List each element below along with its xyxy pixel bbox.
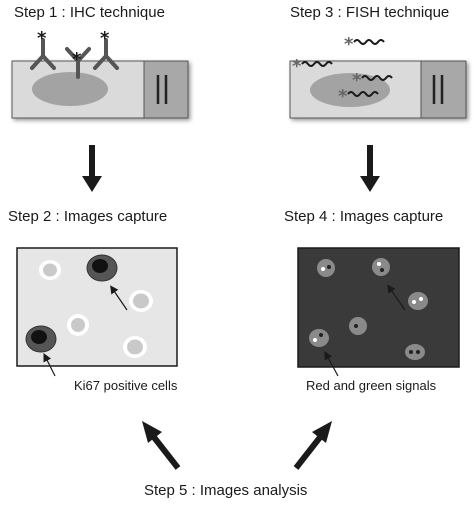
step5-title: Step 5 : Images analysis	[144, 482, 308, 499]
svg-text:*: *	[344, 34, 354, 55]
nucleus	[372, 258, 390, 276]
arrow-up-right	[293, 421, 332, 470]
nucleus	[405, 344, 425, 360]
ihc-image-panel	[16, 247, 178, 377]
svg-text:*: *	[352, 70, 362, 91]
nucleus	[349, 317, 367, 335]
antibody-icon	[30, 38, 119, 79]
svg-text:*: *	[72, 49, 82, 70]
fish-image-panel	[297, 247, 460, 377]
svg-text:*: *	[37, 28, 47, 49]
step4-title: Step 4 : Images capture	[284, 208, 444, 225]
fish-slide	[289, 60, 467, 119]
svg-text:*: *	[338, 86, 348, 107]
positive-cell	[86, 254, 118, 282]
pointer-arrow	[324, 351, 339, 377]
arrow-down-left	[82, 145, 102, 192]
step3-title: Step 3 : FISH technique	[290, 4, 450, 21]
negative-cell	[39, 260, 61, 280]
positive-cell	[25, 325, 57, 353]
svg-text:*: *	[292, 56, 302, 77]
pointer-arrow	[43, 352, 56, 377]
tissue-section	[310, 73, 390, 107]
caption-ki67: Ki67 positive cells	[74, 378, 178, 393]
ihc-slide	[11, 60, 189, 119]
fish-probe-icon: * * * *	[292, 34, 393, 107]
tissue-section	[32, 72, 108, 106]
svg-text:*: *	[100, 28, 110, 49]
negative-cell	[123, 336, 147, 358]
pointer-arrow	[387, 284, 406, 311]
negative-cell	[67, 314, 89, 336]
negative-cell	[129, 290, 153, 312]
caption-fish-signals: Red and green signals	[306, 378, 437, 393]
arrow-down-right	[360, 145, 380, 192]
pointer-arrow	[110, 285, 128, 311]
step2-title: Step 2 : Images capture	[8, 208, 168, 225]
nucleus	[317, 259, 335, 277]
antibody-star-icon: * * *	[37, 28, 110, 70]
step1-title: Step 1 : IHC technique	[14, 4, 165, 21]
nucleus	[408, 292, 428, 310]
nucleus	[309, 329, 329, 347]
arrow-up-left	[142, 421, 181, 470]
